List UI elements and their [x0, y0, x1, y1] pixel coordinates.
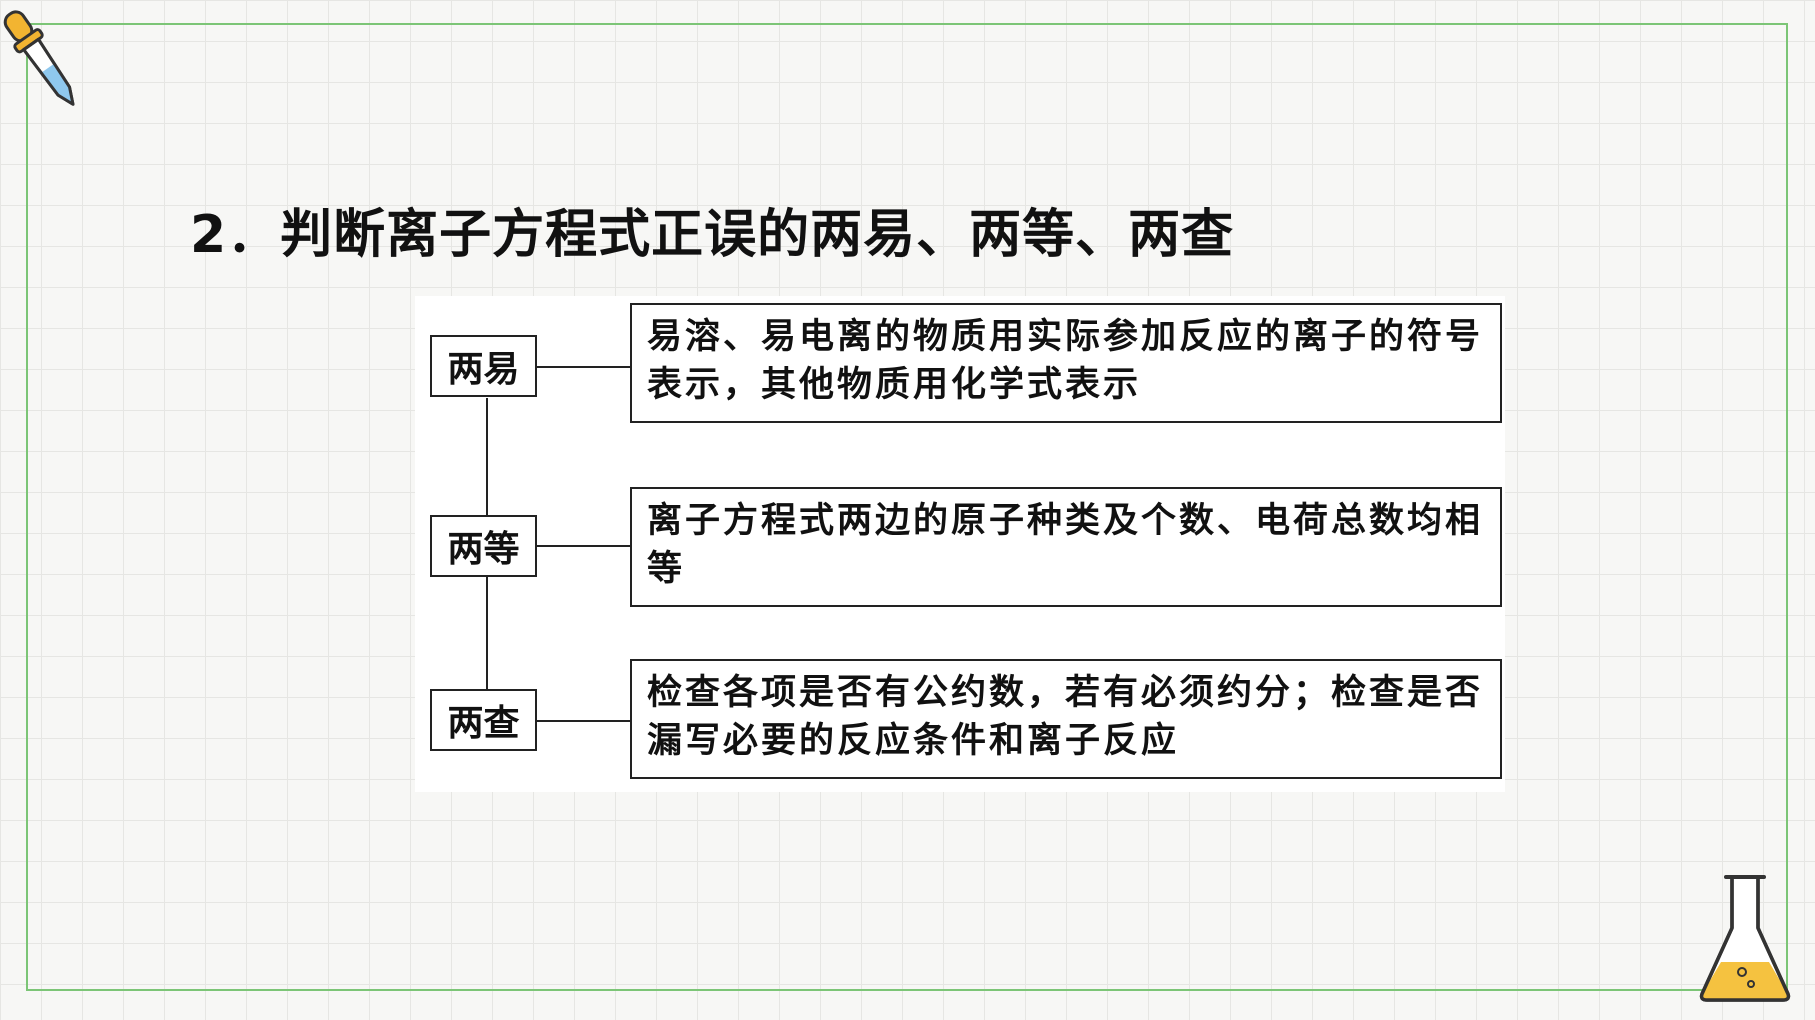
label-box-liangcha: 两查 [430, 689, 537, 751]
connector-horizontal-2 [537, 545, 630, 547]
page-title: 2．判断离子方程式正误的两易、两等、两查 [190, 205, 1235, 265]
dropper-icon [3, 10, 75, 106]
label-box-liangyi: 两易 [430, 335, 537, 397]
content-box-liangcha: 检查各项是否有公约数，若有必须约分；检查是否漏写必要的反应条件和离子反应 [630, 659, 1502, 779]
content-box-liangdeng: 离子方程式两边的原子种类及个数、电荷总数均相等 [630, 487, 1502, 607]
connector-horizontal-1 [537, 366, 630, 368]
connector-vertical-2 [486, 577, 488, 689]
content-box-liangyi: 易溶、易电离的物质用实际参加反应的离子的符号表示，其他物质用化学式表示 [630, 303, 1502, 423]
page-frame [26, 23, 1788, 991]
flask-icon [1699, 875, 1791, 1002]
connector-vertical-1 [486, 398, 488, 515]
label-box-liangdeng: 两等 [430, 515, 537, 577]
connector-horizontal-3 [537, 720, 630, 722]
